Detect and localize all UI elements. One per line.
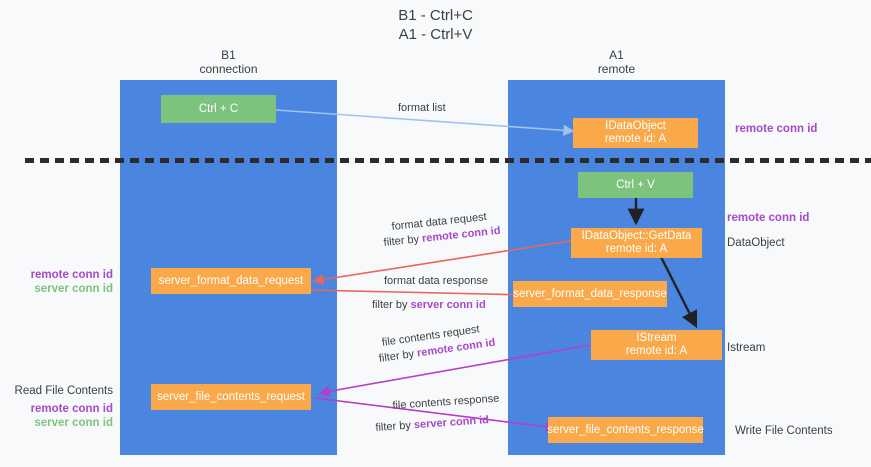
annotation-left-server-conn-id-mid: server conn id [0,282,113,296]
edge-label-format-data-response-text: format data response [384,275,488,287]
box-idataobject-top-line2: remote id: A [604,133,667,145]
annotation-remote-conn-id-top: remote conn id [735,122,817,136]
annotation-left-conn-ids-mid: remote conn id server conn id [0,268,113,296]
box-server-format-data-request-label: server_format_data_request [158,274,304,287]
box-server-file-contents-response-label: server_file_contents_response [547,423,704,436]
annotation-write-file-contents-text: Write File Contents [735,425,833,437]
box-ctrl-c-label: Ctrl + C [198,102,239,115]
annotation-read-file-contents: Read File Contents [0,384,113,398]
column-header-b1-name: B1 [221,48,236,62]
column-header-a1-name: A1 [609,48,624,62]
box-istream[interactable]: IStream remote id: A [591,330,722,360]
box-server-file-contents-request[interactable]: server_file_contents_request [151,384,311,410]
phase-separator [25,158,871,163]
annotation-left-server-conn-id-bottom-text: server conn id [34,417,113,429]
filter-key-server-conn-id: server conn id [413,414,490,432]
edge-label-format-list-text: format list [398,102,446,114]
title-line-1: B1 - Ctrl+C [398,7,473,24]
box-ctrl-c[interactable]: Ctrl + C [161,95,276,123]
title-line-2: A1 - Ctrl+V [398,26,473,43]
annotation-left-remote-conn-id-bottom-text: remote conn id [30,403,113,415]
annotation-read-file-contents-text: Read File Contents [14,385,113,397]
box-idataobject-top[interactable]: IDataObject remote id: A [573,118,698,148]
edge-label-file-contents-response: file contents response [392,392,500,413]
annotation-dataobject-text: DataObject [727,237,785,249]
edge-label-format-data-response: format data response [384,274,488,288]
filter-prefix: filter by [383,232,423,249]
annotation-left-server-conn-id-bottom: server conn id [0,416,113,430]
filter-key-server-conn-id: server conn id [410,299,486,311]
arrow-format-data-response [309,289,530,301]
box-ctrl-v[interactable]: Ctrl + V [578,172,693,198]
annotation-left-remote-conn-id-bottom: remote conn id [0,402,113,416]
column-header-b1: B1 connection [120,48,337,76]
box-idataobject-getdata-line2: remote id: A [605,243,668,255]
column-header-b1-role: connection [199,62,258,76]
box-idataobject-getdata[interactable]: IDataObject::GetData remote id: A [571,228,702,258]
filter-prefix: filter by [375,419,415,434]
box-server-file-contents-request-label: server_file_contents_request [157,390,305,403]
annotation-left-remote-conn-id-mid: remote conn id [0,268,113,282]
edge-label-file-contents-response-filter: filter by server conn id [375,413,489,435]
annotation-left-remote-conn-id-mid-text: remote conn id [30,269,113,281]
box-idataobject-getdata-line1: IDataObject::GetData [581,230,692,242]
box-server-format-data-response-label: server_format_data_response [513,287,667,300]
filter-prefix: filter by [372,299,411,311]
box-istream-line1: IStream [636,332,677,344]
filter-prefix: filter by [378,347,418,365]
edge-label-format-list: format list [398,101,446,115]
edge-label-file-contents-response-text: file contents response [392,392,500,412]
box-server-file-contents-response[interactable]: server_file_contents_response [547,417,704,443]
column-header-a1-role: remote [597,62,636,76]
annotation-istream-text: Istream [727,342,766,354]
box-istream-line2: remote id: A [625,345,688,357]
annotation-remote-conn-id-mid-text: remote conn id [727,212,810,224]
annotation-remote-conn-id-top-text: remote conn id [735,123,818,135]
annotation-istream: Istream [727,341,765,355]
annotation-remote-conn-id-mid: remote conn id [727,211,809,225]
diagram-title: B1 - Ctrl+C A1 - Ctrl+V [0,6,871,44]
annotation-write-file-contents: Write File Contents [735,424,833,438]
box-ctrl-v-label: Ctrl + V [616,178,655,191]
box-server-format-data-request[interactable]: server_format_data_request [151,268,311,294]
annotation-left-conn-ids-bottom: remote conn id server conn id [0,402,113,430]
annotation-left-server-conn-id-mid-text: server conn id [34,283,113,295]
edge-label-format-data-response-filter: filter by server conn id [372,298,486,312]
annotation-dataobject: DataObject [727,236,785,250]
box-server-format-data-response[interactable]: server_format_data_response [513,281,667,307]
box-idataobject-top-line1: IDataObject [605,120,666,132]
column-header-a1: A1 remote [508,48,725,76]
